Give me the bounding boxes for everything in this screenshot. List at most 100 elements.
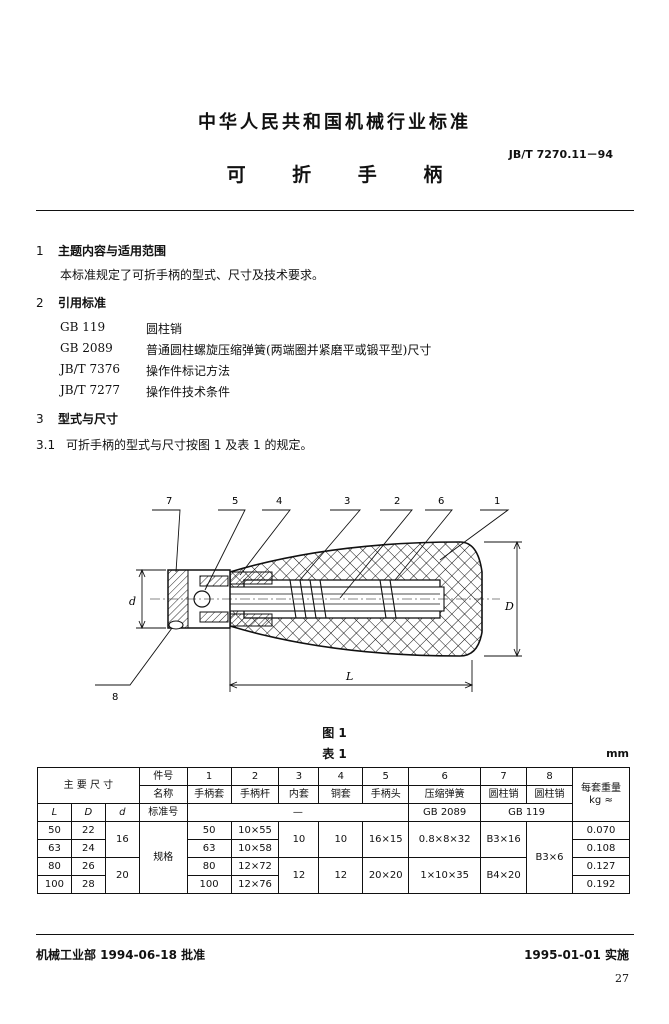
dim-L-label: L [345, 670, 353, 683]
ref-name: 圆柱销 [146, 322, 183, 336]
cell-c5: 20×20 [362, 857, 410, 894]
cell-c2: 10×58 [230, 839, 280, 858]
specification-table: 主 要 尺 寸 件号 1 2 3 4 5 6 7 8 每套重量 kg ≈ 名称 … [37, 767, 630, 894]
callout-2: 2 [394, 496, 400, 507]
spec-label: 规格 [138, 821, 188, 894]
cell-c7: B3×16 [480, 821, 528, 858]
callout-3: 3 [344, 496, 350, 507]
header-part-no: 件号 [138, 767, 188, 786]
header-std: 标准号 [138, 803, 188, 822]
cell-c2: 12×72 [230, 857, 280, 876]
part-name: 手柄套 [186, 785, 232, 804]
page-number: 27 [615, 972, 629, 985]
part-no: 1 [186, 767, 232, 786]
cell-L: 63 [37, 839, 72, 858]
approval-date: 机械工业部 1994-06-18 批准 [36, 948, 206, 962]
callout-6: 6 [438, 496, 444, 507]
section-title: 引用标准 [58, 296, 107, 310]
section-title: 主题内容与适用范围 [58, 244, 167, 258]
issuing-organization: 中华人民共和国机械行业标准 [198, 112, 471, 133]
std-pin: GB 119 [480, 803, 573, 822]
callout-5: 5 [232, 496, 238, 507]
part-name: 手柄杆 [230, 785, 280, 804]
header-name: 名称 [138, 785, 188, 804]
part-name: 压缩弹簧 [408, 785, 482, 804]
ref-code: GB 2089 [60, 341, 113, 355]
section-1-text: 本标准规定了可折手柄的型式、尺寸及技术要求。 [60, 268, 325, 282]
section-number: 1 [36, 244, 44, 258]
col-D: D [70, 803, 106, 822]
cell-d: 16 [104, 821, 140, 858]
section-title: 型式与尺寸 [58, 412, 119, 426]
part-no: 3 [278, 767, 320, 786]
section-number: 3 [36, 412, 44, 426]
part-no: 6 [408, 767, 482, 786]
part-name: 内套 [278, 785, 320, 804]
effective-date: 1995-01-01 实施 [524, 948, 629, 962]
ref-code: JB/T 7277 [60, 383, 121, 397]
table-unit: mm [606, 747, 629, 760]
cell-c5: 16×15 [362, 821, 410, 858]
part-no: 8 [526, 767, 573, 786]
table-caption: 表 1 [322, 747, 347, 761]
cell-D: 22 [70, 821, 106, 840]
cell-L: 50 [37, 821, 72, 840]
cell-D: 24 [70, 839, 106, 858]
part-no: 5 [362, 767, 410, 786]
part-no: 4 [318, 767, 364, 786]
callout-8: 8 [112, 692, 118, 703]
cell-c4: 12 [318, 857, 364, 894]
cell-c1: 63 [186, 839, 232, 858]
col-d: d [104, 803, 140, 822]
header-rule [36, 210, 634, 211]
figure-caption: 图 1 [322, 726, 347, 740]
cell-L: 100 [37, 875, 72, 894]
cell-c6: 0.8×8×32 [408, 821, 482, 858]
ref-name: 操作件技术条件 [146, 385, 231, 399]
ref-name: 操作件标记方法 [146, 364, 231, 378]
weight-label: 每套重量 [581, 782, 621, 794]
callout-4: 4 [276, 496, 282, 507]
part-name: 铜套 [318, 785, 364, 804]
dim-d-label: d [129, 595, 136, 608]
part-name: 圆柱销 [526, 785, 573, 804]
cell-weight: 0.127 [572, 857, 630, 876]
section-number: 3.1 [36, 438, 56, 452]
section-3-1: 3.1 可折手柄的型式与尺寸按图 1 及表 1 的规定。 [36, 436, 313, 453]
cell-c8: B3×6 [526, 821, 573, 894]
cell-c7: B4×20 [480, 857, 528, 894]
cell-c2: 12×76 [230, 875, 280, 894]
header-weight: 每套重量 kg ≈ [572, 767, 630, 822]
col-L: L [37, 803, 72, 822]
part-no: 2 [230, 767, 280, 786]
ref-code: GB 119 [60, 320, 106, 334]
callout-7: 7 [166, 496, 172, 507]
figure-1-drawing: d D L 7 5 4 3 2 6 1 8 [95, 496, 522, 703]
ref-code: JB/T 7376 [60, 362, 121, 376]
section-2-heading: 2 引用标准 [36, 294, 106, 311]
cell-c3: 10 [278, 821, 320, 858]
standard-number: JB/T 7270.11－94 [508, 148, 613, 161]
dim-D-label: D [504, 600, 514, 613]
section-number: 2 [36, 296, 44, 310]
cell-c2: 10×55 [230, 821, 280, 840]
cell-d: 20 [104, 857, 140, 894]
std-spring: GB 2089 [408, 803, 482, 822]
ref-name: 普通圆柱螺旋压缩弹簧(两端圈并紧磨平或锻平型)尺寸 [146, 343, 432, 357]
part-no: 7 [480, 767, 528, 786]
cell-weight: 0.070 [572, 821, 630, 840]
section-3-1-text: 可折手柄的型式与尺寸按图 1 及表 1 的规定。 [66, 438, 313, 452]
section-1-heading: 1 主题内容与适用范围 [36, 242, 166, 259]
cell-D: 26 [70, 857, 106, 876]
weight-unit: kg ≈ [589, 794, 613, 806]
cell-c6: 1×10×35 [408, 857, 482, 894]
cell-weight: 0.108 [572, 839, 630, 858]
section-3-heading: 3 型式与尺寸 [36, 410, 118, 427]
footer-rule [36, 934, 634, 935]
header-main-dims: 主 要 尺 寸 [37, 767, 140, 804]
cell-c4: 10 [318, 821, 364, 858]
part-name: 圆柱销 [480, 785, 528, 804]
cell-c1: 50 [186, 821, 232, 840]
part-name: 手柄头 [362, 785, 410, 804]
cell-weight: 0.192 [572, 875, 630, 894]
